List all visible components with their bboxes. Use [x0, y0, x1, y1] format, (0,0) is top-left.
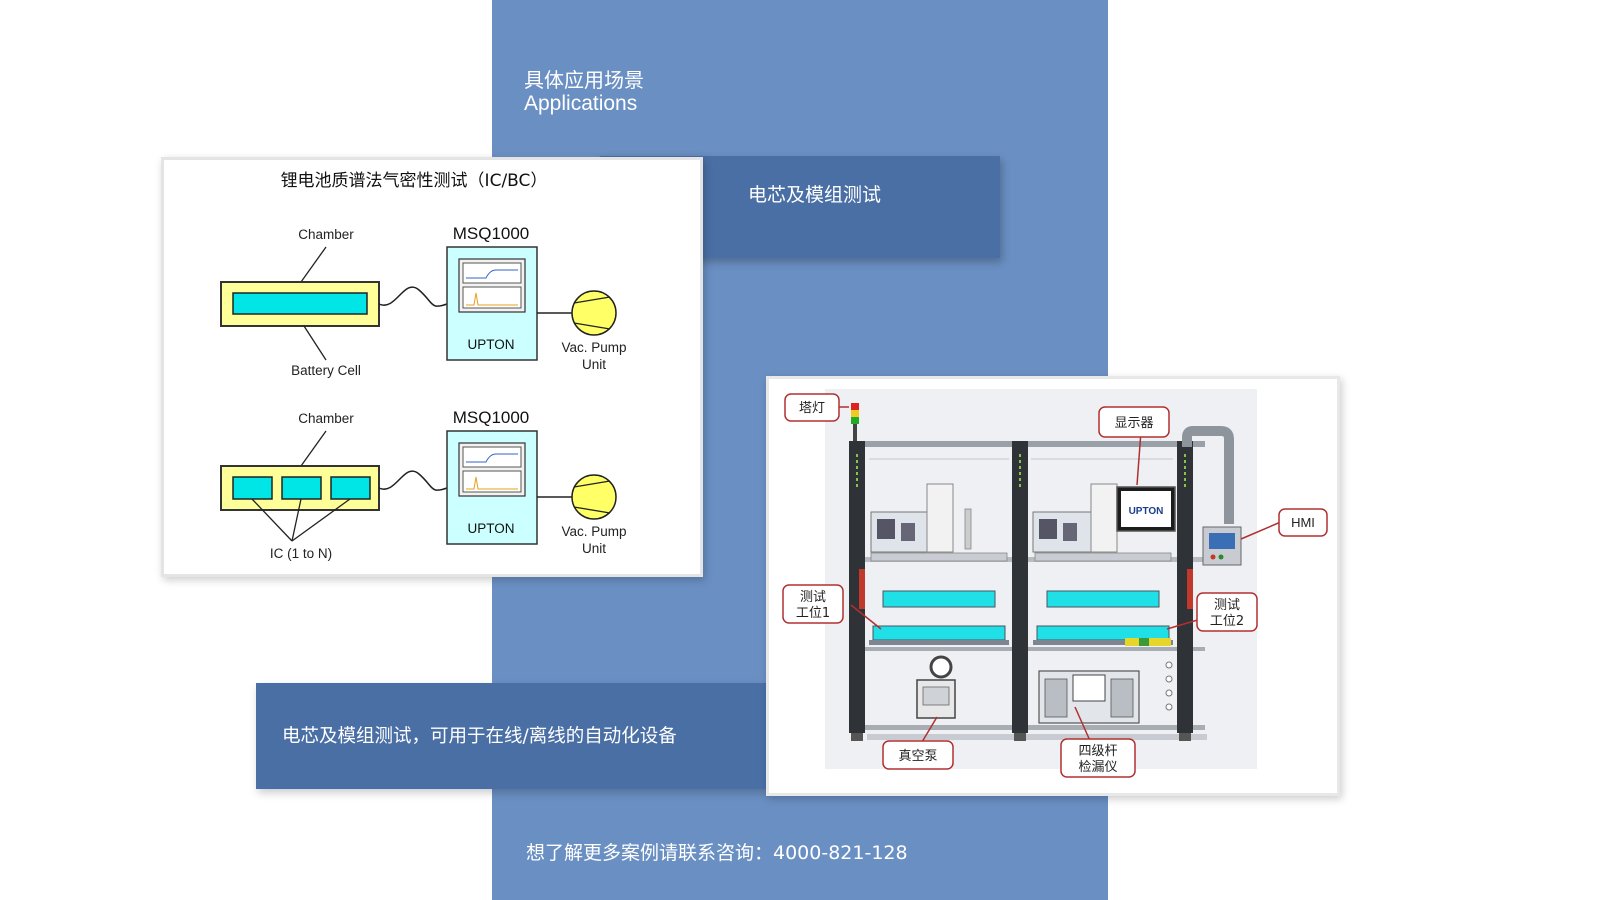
callout-vacuum-pump	[882, 740, 954, 770]
callout-quadrupole-line1: 四级杆	[1078, 744, 1117, 759]
instrument-label: MSQ1000	[453, 224, 530, 243]
section-title-cn: 具体应用场景	[524, 68, 644, 92]
tower-light-icon	[851, 403, 859, 441]
machine-drawing-panel: UPTON	[766, 376, 1340, 796]
pump-label-line2: Unit	[582, 357, 606, 372]
screen-curve-blue	[466, 453, 518, 463]
cell-module-2	[281, 476, 322, 500]
chamber-label: Chamber	[298, 411, 354, 426]
instrument-label: MSQ1000	[453, 408, 530, 427]
ic-label: IC (1 to N)	[270, 546, 332, 561]
upton-label: UPTON	[467, 521, 514, 536]
cell-module-3	[330, 476, 371, 500]
callout-hmi	[1278, 508, 1328, 537]
screen-curve-orange	[466, 476, 518, 490]
leader-display	[1136, 430, 1142, 486]
callout-vacuum-pump-text: 真空泵	[898, 749, 937, 764]
leader-station1	[850, 604, 882, 630]
cell-leader-line	[303, 325, 327, 361]
ic-leader-line	[291, 498, 351, 542]
screen-curve-orange	[466, 292, 518, 306]
description-band	[256, 683, 768, 789]
leader-quadrupole	[1074, 706, 1092, 744]
callout-leaders	[821, 406, 1284, 748]
section-title: 具体应用场景 Applications	[524, 68, 644, 116]
screen-curve-blue	[466, 269, 518, 279]
vacuum-pump-unit-icon	[916, 655, 956, 719]
test-station-1	[869, 483, 1009, 645]
screen-logo: UPTON	[1129, 506, 1164, 517]
chamber-leader-line	[300, 246, 327, 283]
battery-cell	[232, 292, 368, 315]
callout-quadrupole-line2: 检漏仪	[1078, 759, 1117, 775]
pump-label-line2: Unit	[582, 541, 606, 556]
callout-quadrupole	[1060, 738, 1136, 778]
upton-label: UPTON	[467, 337, 514, 352]
diagram-title: 锂电池质谱法气密性测试（IC/BC）	[281, 171, 548, 191]
pump-label-line1: Vac. Pump	[561, 524, 626, 539]
callout-station1	[782, 584, 844, 624]
setup-battery-cell: Chamber Battery Cell MSQ1000 UPTON Vac. …	[220, 224, 627, 378]
chamber-leader-line	[300, 430, 327, 467]
machine-drawing: UPTON	[782, 389, 1328, 778]
callout-station1-line1: 测试	[800, 590, 826, 605]
vacuum-pump-icon	[571, 474, 617, 520]
callout-station2	[1196, 592, 1258, 632]
cell-module-1	[232, 476, 273, 500]
section-title-en: Applications	[524, 92, 638, 115]
machine-frame	[849, 441, 1207, 741]
leader-hmi	[1240, 520, 1284, 540]
chamber-label: Chamber	[298, 227, 354, 242]
display-monitor-icon: UPTON	[1116, 486, 1176, 532]
quadrupole-leak-detector-icon	[1038, 661, 1173, 724]
callout-hmi-text: HMI	[1291, 515, 1315, 530]
ic-leader-line	[251, 498, 293, 542]
ic-leader-line	[291, 498, 302, 542]
callouts: 塔灯 显示器 HMI 测试 工位1 测试 工位2 真空泵 四级杆 检漏仪	[782, 393, 1328, 778]
pump-label-line1: Vac. Pump	[561, 340, 626, 355]
battery-cell-label: Battery Cell	[291, 363, 361, 378]
screen-plot-top	[462, 446, 522, 468]
connection-hose	[378, 286, 448, 307]
top-label-text: 电芯及模组测试	[748, 184, 882, 206]
callout-display	[1098, 406, 1170, 438]
vacuum-pump-icon	[571, 290, 617, 336]
hmi-panel-icon	[1182, 426, 1242, 566]
setup-ic-modules: Chamber IC (1 to N) MSQ1000 UPTON	[220, 408, 627, 561]
leader-station2	[1166, 618, 1202, 630]
contact-footer: 想了解更多案例请联系咨询：4000-821-128	[526, 842, 908, 864]
callout-station2-line1: 测试	[1214, 598, 1240, 613]
test-station-2	[1032, 483, 1173, 646]
callout-tower-light-text: 塔灯	[799, 401, 825, 416]
callout-display-text: 显示器	[1114, 416, 1153, 431]
callout-station1-line2: 工位1	[796, 606, 830, 621]
leak-test-diagram: 锂电池质谱法气密性测试（IC/BC） Chamber Battery Cell …	[220, 171, 627, 561]
screen-plot-top	[462, 262, 522, 284]
callout-tower-light	[784, 393, 840, 422]
description-text: 电芯及模组测试，可用于在线/离线的自动化设备	[282, 726, 677, 747]
leak-test-diagram-panel: 锂电池质谱法气密性测试（IC/BC） Chamber Battery Cell …	[161, 157, 703, 577]
connection-hose	[378, 470, 448, 491]
callout-station2-line2: 工位2	[1210, 614, 1244, 629]
